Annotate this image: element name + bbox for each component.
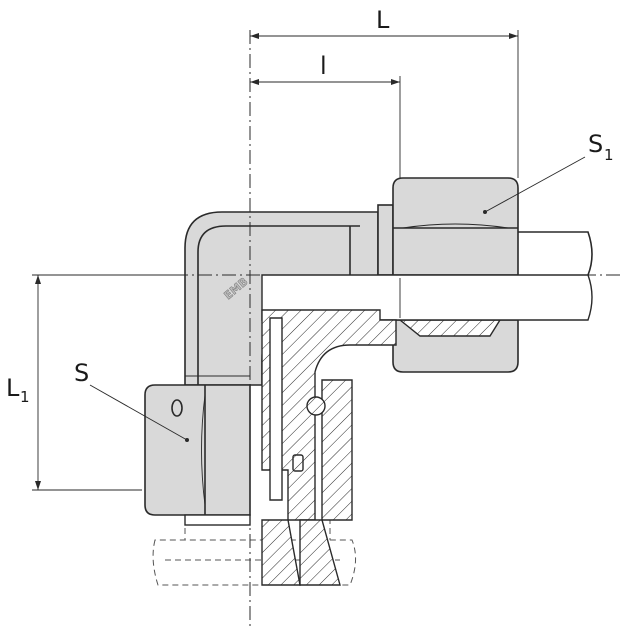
seal-element — [292, 454, 304, 472]
label-S1: S — [588, 130, 603, 158]
label-S1-sub: 1 — [604, 146, 614, 164]
o-ring — [306, 396, 326, 416]
dimension-L1: L 1 — [6, 274, 180, 491]
tube-right — [261, 231, 593, 321]
section-hatch — [261, 309, 397, 586]
upper-nut-section — [392, 319, 519, 373]
leader-S: S — [74, 359, 189, 442]
leader-S1: S 1 — [483, 130, 614, 214]
dimension-l: l — [250, 52, 401, 178]
lower-nut-s — [144, 384, 251, 516]
thread-stub — [184, 514, 251, 526]
dimension-label-L1-sub: 1 — [20, 388, 30, 406]
dimension-label-l: l — [320, 52, 327, 80]
label-S: S — [74, 359, 89, 387]
upper-nut-s1 — [377, 177, 519, 276]
center-lines — [150, 30, 620, 630]
dimension-label-L1: L — [6, 374, 20, 402]
dimension-L: L — [250, 6, 519, 178]
dimension-label-L: L — [376, 6, 390, 34]
